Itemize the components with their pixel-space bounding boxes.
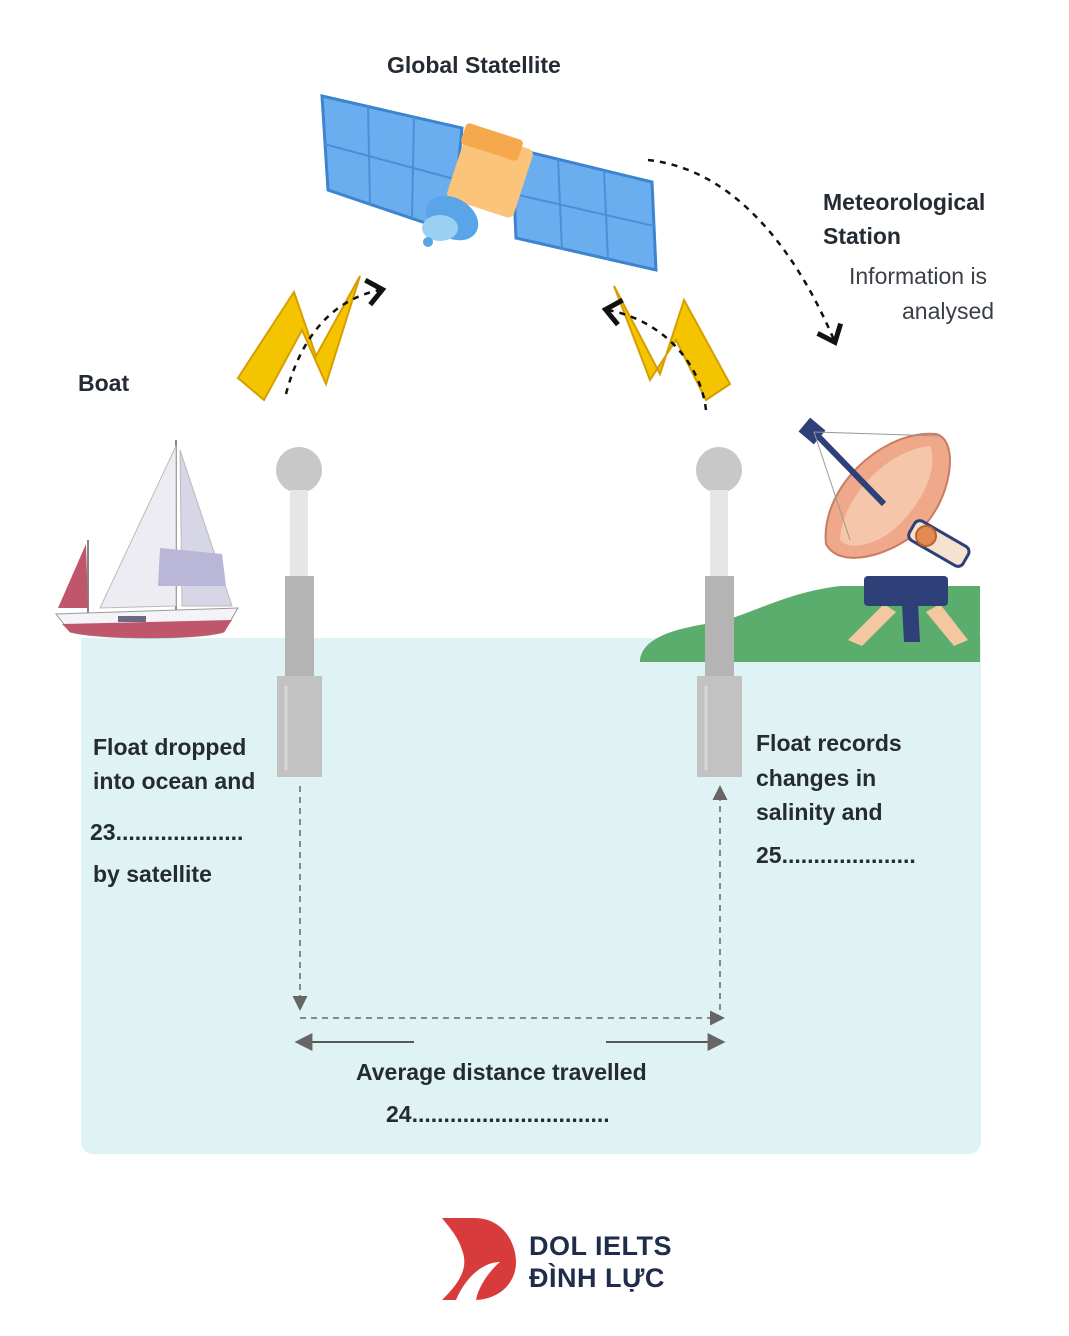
boat-label: Boat [78, 370, 130, 396]
signal-arrow-right [601, 297, 708, 411]
signal-arrow-left [284, 278, 387, 395]
float-right-line3: salinity and [756, 799, 883, 825]
distance-label: Average distance travelled [356, 1059, 647, 1085]
sailboat-icon [55, 440, 239, 639]
station-arrow [647, 158, 844, 346]
ocean-area [81, 638, 981, 1154]
logo-text-line1: DOL IELTS [529, 1231, 673, 1261]
float-left-line2: into ocean and [93, 768, 256, 794]
station-info-line2: analysed [902, 298, 995, 324]
float-left-line3: by satellite [93, 861, 212, 887]
float-buoy-icon [276, 447, 322, 777]
station-label-line2: Station [823, 223, 901, 249]
lightning-bolt-icon [236, 275, 361, 402]
satellite-label: Global Statellite [387, 52, 561, 78]
radar-dish-icon [798, 417, 971, 646]
station-label-line1: Meteorological [823, 189, 986, 215]
blank-25: 25..................... [756, 842, 916, 868]
blank-23: 23.................... [90, 819, 244, 845]
blank-24: 24............................... [386, 1101, 610, 1127]
float-left-line1: Float dropped [93, 734, 247, 760]
station-info-line1: Information is [849, 263, 988, 289]
float-buoy-icon [696, 447, 742, 777]
float-right-line2: changes in [756, 765, 877, 791]
dol-logo-icon [442, 1218, 516, 1300]
logo-text-line2: ĐÌNH LỰC [529, 1263, 665, 1293]
float-right-line1: Float records [756, 730, 902, 756]
satellite-icon [320, 94, 658, 272]
